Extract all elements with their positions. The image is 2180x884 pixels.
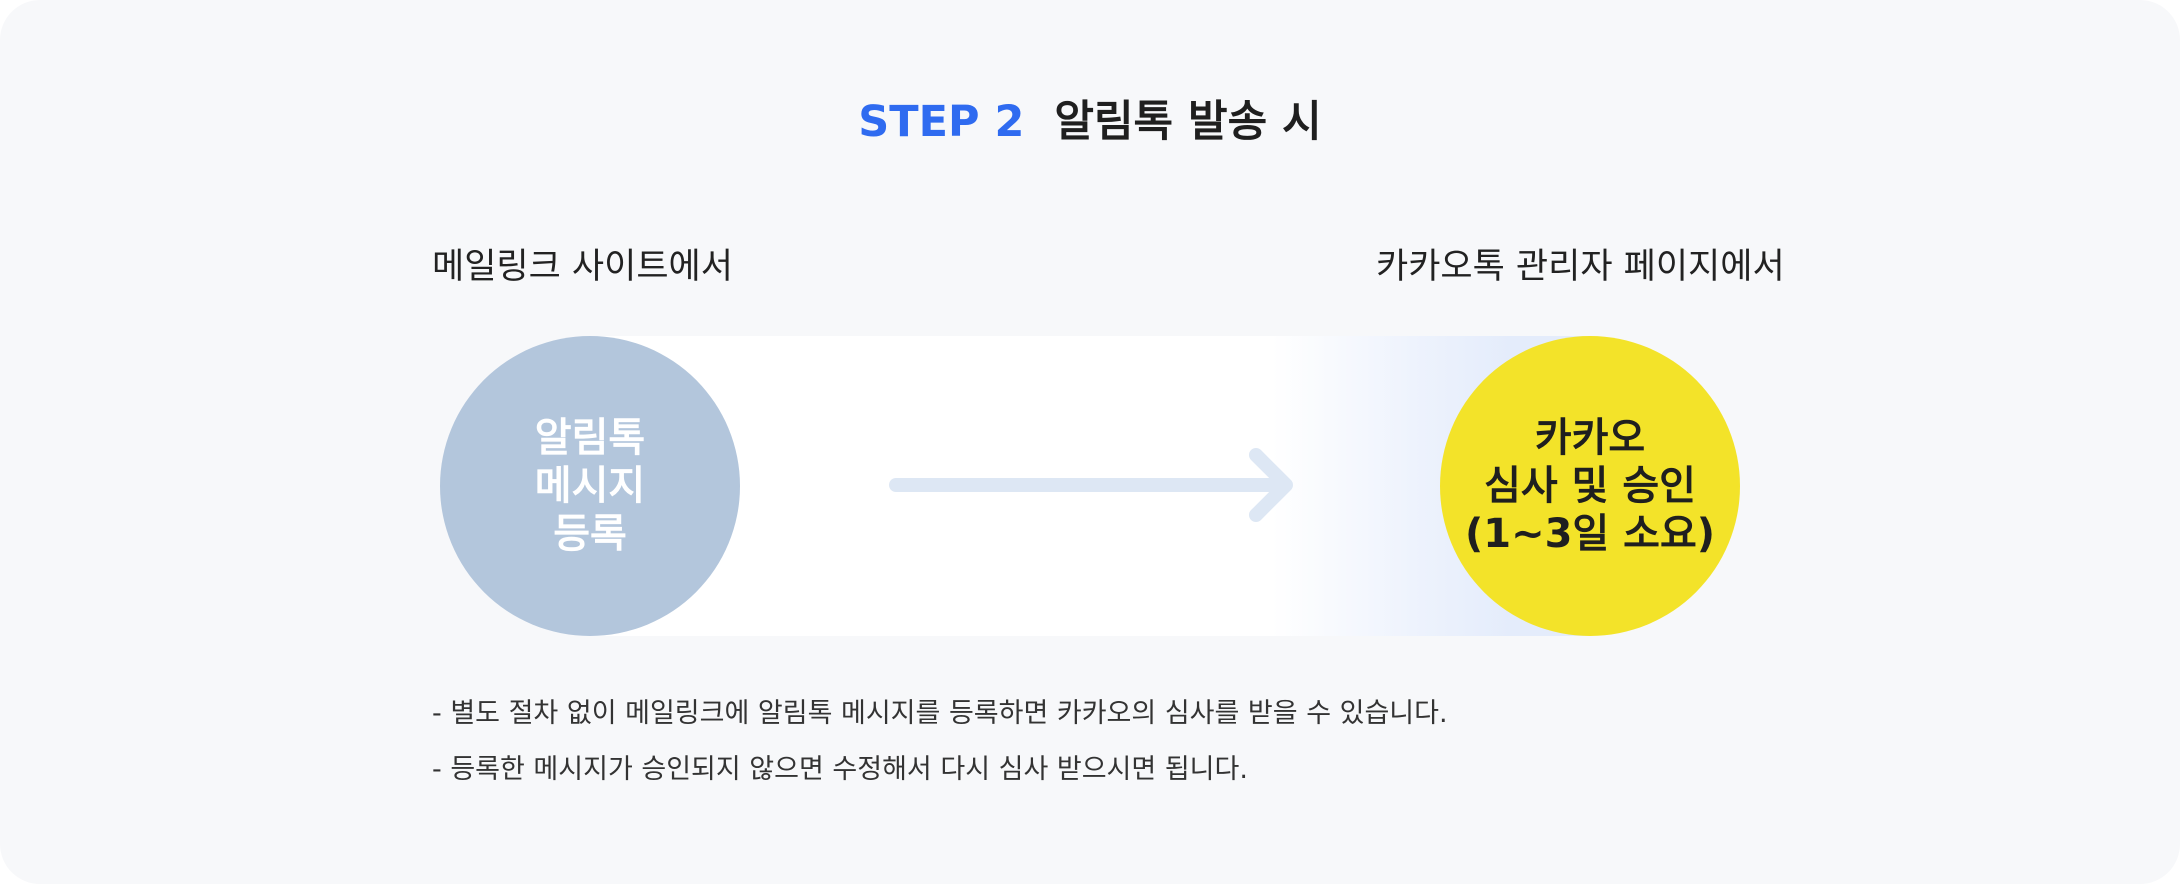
note-item: - 등록한 메시지가 승인되지 않으면 수정해서 다시 심사 받으시면 됩니다. <box>432 754 1248 785</box>
circle-line: 메시지 <box>534 463 646 509</box>
stage-label-mailink: 메일링크 사이트에서 <box>432 247 733 287</box>
circle-line: (1~3일 소요) <box>1464 511 1716 557</box>
step-heading: 알림톡 발송 시 <box>1054 97 1322 147</box>
register-message-circle: 알림톡 메시지 등록 <box>440 336 740 636</box>
step-title: STEP 2 알림톡 발송 시 <box>0 92 2180 152</box>
step-number: STEP 2 <box>858 97 1025 147</box>
arrow-right-icon <box>889 448 1293 522</box>
circle-line: 카카오 <box>1534 415 1646 461</box>
circle-line: 심사 및 승인 <box>1484 463 1696 509</box>
circle-line: 등록 <box>553 511 627 557</box>
circle-line: 알림톡 <box>534 415 646 461</box>
kakao-review-circle: 카카오 심사 및 승인 (1~3일 소요) <box>1440 336 1740 636</box>
note-item: - 별도 절차 없이 메일링크에 알림톡 메시지를 등록하면 카카오의 심사를 … <box>432 698 1448 729</box>
stage-label-kakao: 카카오톡 관리자 페이지에서 <box>1376 247 1785 287</box>
notes-list: - 별도 절차 없이 메일링크에 알림톡 메시지를 등록하면 카카오의 심사를 … <box>432 686 1448 798</box>
